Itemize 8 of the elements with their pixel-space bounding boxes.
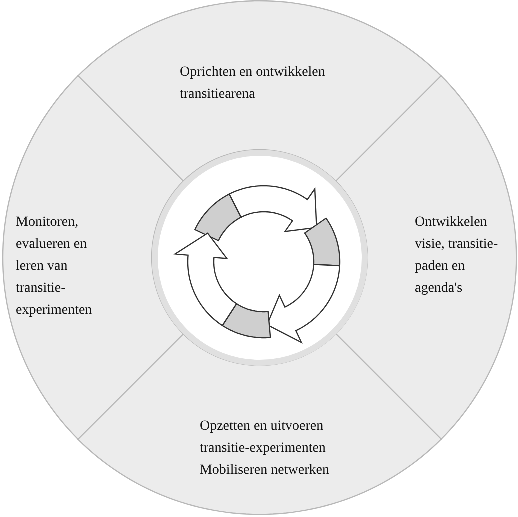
ring-segment (78, 1, 442, 182)
segment-label: Oprichten en ontwikkelen transitiearena (180, 64, 326, 104)
ring-segment (78, 334, 442, 515)
segment-label: Monitoren, evalueren en leren van transitie-experimenten (16, 214, 94, 320)
segment-label: Opzetten en uitvoeren transitie-experimenten (200, 418, 327, 458)
segment-label: Mobiliseren netwerken (200, 462, 330, 480)
segment-label: Ontwikkelen visie, transitie-paden en agenda's (414, 214, 500, 298)
ring-segment (336, 76, 517, 440)
